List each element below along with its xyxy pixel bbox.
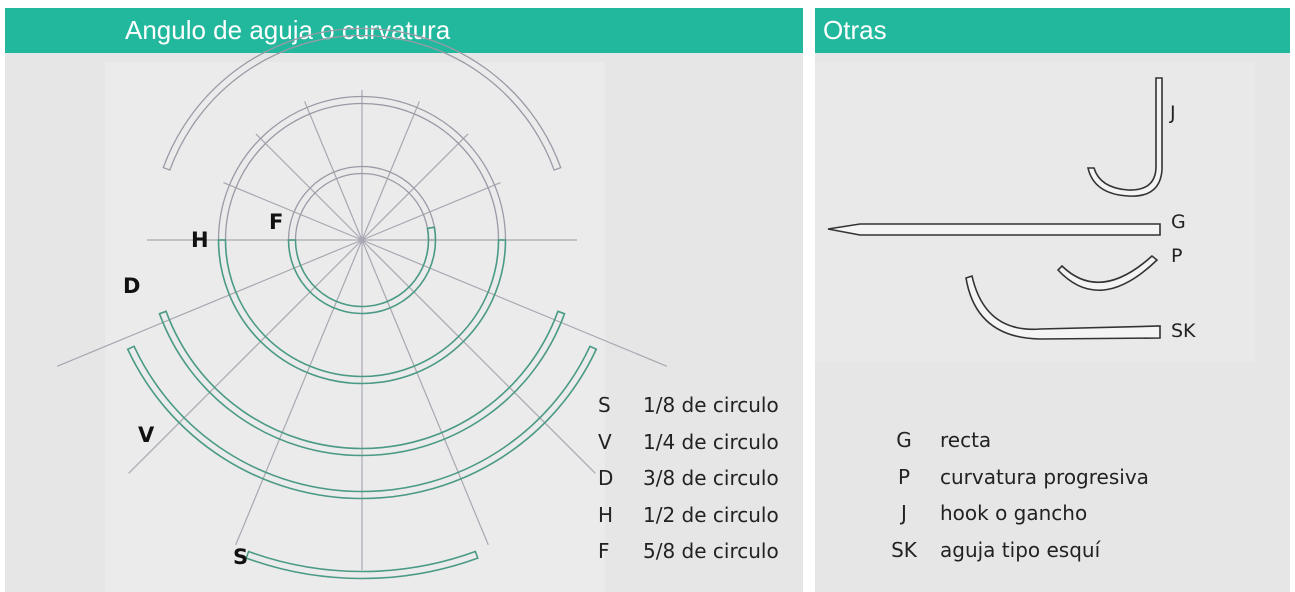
legend-text: 3/8 de circulo bbox=[643, 466, 779, 491]
legend-code: D bbox=[598, 466, 614, 491]
other-needles-panel: Otras bbox=[815, 8, 1290, 592]
label-p: P bbox=[1171, 245, 1183, 267]
spoke-line bbox=[235, 239, 363, 546]
legend-row: V 1/4 de circulo bbox=[598, 424, 779, 461]
legend-code: G bbox=[896, 428, 912, 453]
legend-code: F bbox=[598, 539, 610, 564]
panel-title: Angulo de aguja o curvatura bbox=[5, 8, 803, 53]
spoke-line bbox=[223, 182, 363, 241]
diagram-background bbox=[105, 62, 605, 592]
legend-code: J bbox=[901, 501, 907, 526]
legend-code: S bbox=[598, 393, 611, 418]
arc-s bbox=[245, 550, 479, 580]
needle-g bbox=[827, 223, 1161, 236]
legend-code: P bbox=[897, 464, 911, 489]
spoke-line bbox=[255, 133, 363, 241]
legend-row: H 1/2 de circulo bbox=[598, 497, 779, 534]
needle-sk bbox=[965, 274, 1161, 340]
label-f: F bbox=[269, 210, 284, 234]
spoke-line bbox=[361, 101, 420, 241]
label-g: G bbox=[1171, 211, 1186, 233]
label-d: D bbox=[123, 274, 141, 298]
legend-text: 1/8 de circulo bbox=[643, 393, 779, 418]
legend-row: S 1/8 de circulo bbox=[598, 387, 779, 424]
legend-code: H bbox=[598, 502, 614, 527]
panel-title: Otras bbox=[815, 8, 1290, 53]
legend-code: V bbox=[598, 429, 612, 454]
legend-text: recta bbox=[940, 428, 992, 453]
arc-h-lower bbox=[217, 239, 507, 385]
spoke-line bbox=[361, 182, 501, 241]
spoke-line bbox=[361, 239, 668, 367]
legend-row: D 3/8 de circulo bbox=[598, 460, 779, 497]
needle-j bbox=[1086, 77, 1163, 197]
label-s: S bbox=[233, 545, 249, 569]
spoke-line bbox=[304, 101, 363, 241]
legend-text: 1/2 de circulo bbox=[643, 502, 779, 527]
needle-p bbox=[1056, 254, 1159, 291]
legend-code: SK bbox=[891, 537, 917, 562]
label-v: V bbox=[138, 423, 155, 447]
curvature-legend: S 1/8 de circulo V 1/4 de circulo D 3/8 de … bbox=[598, 387, 779, 570]
arc-outer-upper bbox=[162, 27, 562, 171]
legend-text: 5/8 de circulo bbox=[643, 539, 779, 564]
arc-d bbox=[158, 310, 566, 457]
label-h: H bbox=[191, 228, 209, 252]
legend-text: hook o gancho bbox=[940, 501, 1088, 526]
legend-text: 1/4 de circulo bbox=[643, 429, 779, 454]
spoke-line bbox=[361, 133, 469, 241]
label-sk: SK bbox=[1171, 320, 1196, 342]
legend-text: aguja tipo esquí bbox=[940, 537, 1101, 562]
needles-background bbox=[815, 62, 1255, 362]
spoke-line bbox=[56, 239, 363, 367]
legend-row: F 5/8 de circulo bbox=[598, 533, 779, 570]
arc-v bbox=[126, 345, 598, 500]
spoke-line bbox=[361, 239, 596, 474]
label-j: J bbox=[1170, 102, 1176, 124]
spoke-line bbox=[128, 239, 363, 474]
spoke-line bbox=[361, 239, 489, 546]
arc-f-lower bbox=[287, 226, 437, 315]
legend-text: curvatura progresiva bbox=[940, 464, 1149, 489]
legend-row: SK aguja tipo esquí bbox=[870, 532, 1149, 569]
